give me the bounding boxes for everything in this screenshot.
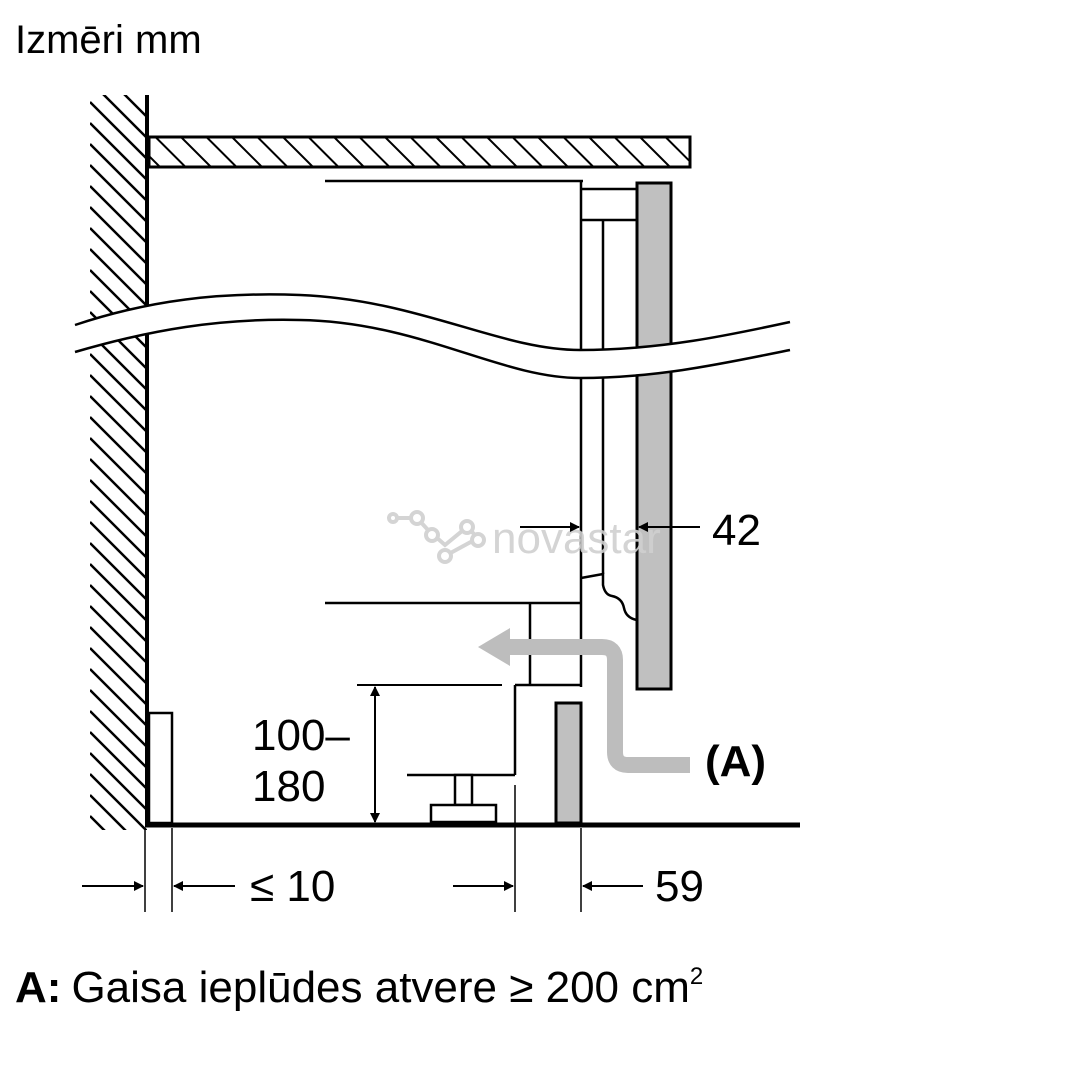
countertop [147,135,692,169]
hatch-line [102,95,147,139]
hatch-line [562,137,595,167]
hatch-line [691,137,721,167]
hatch-line [333,137,365,167]
caption: A:Gaisa ieplūdes atvere ≥ 200 cm2 [15,963,703,1012]
hatch-line [90,353,147,412]
hatch-line [486,137,518,167]
hatch-line [664,137,690,163]
hatch-line [90,731,147,790]
hatch-line [123,95,147,118]
hatch-line [588,137,620,167]
hatch-line [90,689,147,748]
hatch-line [205,137,238,167]
hatch-line [282,137,314,167]
watermark-logo: novastar [387,510,661,564]
hatch-line [90,563,147,622]
hatch-line [90,458,147,517]
hatch-line [256,137,289,167]
hatch-line [460,137,493,167]
plinth-height-label-2: 180 [252,762,325,811]
side-strip [147,711,174,825]
hatch-line [90,521,147,580]
hatch-line [231,137,263,167]
hatch-line [90,248,147,307]
watermark-text: novastar [492,514,661,563]
hatch-line [154,137,187,167]
break-line-bottom [74,318,791,380]
page-title: Izmēri mm [15,18,202,62]
hatch-line [90,122,147,181]
hatch-line [90,710,147,769]
wall-hatching [90,95,147,936]
hatch-line [717,137,747,167]
hatch-line [90,374,147,433]
label-a: (A) [705,737,766,786]
hatch-line [90,416,147,475]
countertop-hatching [149,137,747,167]
caption-text: Gaisa ieplūdes atvere ≥ 200 cm [71,963,689,1012]
hatch-line [90,185,147,244]
hatch-line [90,626,147,685]
hatch-line [180,137,212,167]
hatch-line [358,137,391,167]
hatch-line [409,137,442,167]
break-band [75,294,790,378]
plinth-height-dimension [357,684,502,823]
hatch-line [639,137,671,167]
hatch-line [149,154,161,167]
caption-superscript: 2 [690,963,703,990]
plinth-offset-label: 59 [655,862,704,911]
hatch-line [90,437,147,496]
hatch-line [307,137,340,167]
furniture-door-panel [635,181,673,691]
hatch-line [384,137,416,167]
airflow-arrow [505,639,690,773]
adjustable-foot-stem [453,773,474,807]
wall-gap-label: ≤ 10 [250,862,335,911]
hatch-line [537,137,569,167]
hatch-line [90,879,147,936]
hatch-line [90,773,147,830]
hatch-line [90,101,147,160]
hatch-line [90,584,147,643]
hatch-line [435,137,467,167]
hatch-line [90,164,147,223]
caption-key: A: [15,963,61,1012]
hatch-line [90,647,147,706]
hatch-line [90,605,147,664]
hatch-line [90,143,147,202]
appliance-outline [325,179,638,777]
hatch-line [90,479,147,538]
hatch-line [90,668,147,727]
hatch-line [90,500,147,559]
hatch-line [90,752,147,811]
hatch-line [90,542,147,601]
hatch-line [90,395,147,454]
hatch-line [90,206,147,265]
hatch-line [90,794,127,830]
hatch-line [90,815,106,830]
dimension-42-label: 42 [712,506,761,555]
plinth-panel [554,701,583,825]
extension-lines [144,785,582,912]
hatch-line [511,137,544,167]
adjustable-foot-base [429,803,498,824]
hatch-line [90,227,147,286]
airflow-arrowhead-icon [478,628,510,666]
break-line-top [74,293,791,352]
hatch-line [613,137,646,167]
plinth-height-label-1: 100– [252,711,350,760]
